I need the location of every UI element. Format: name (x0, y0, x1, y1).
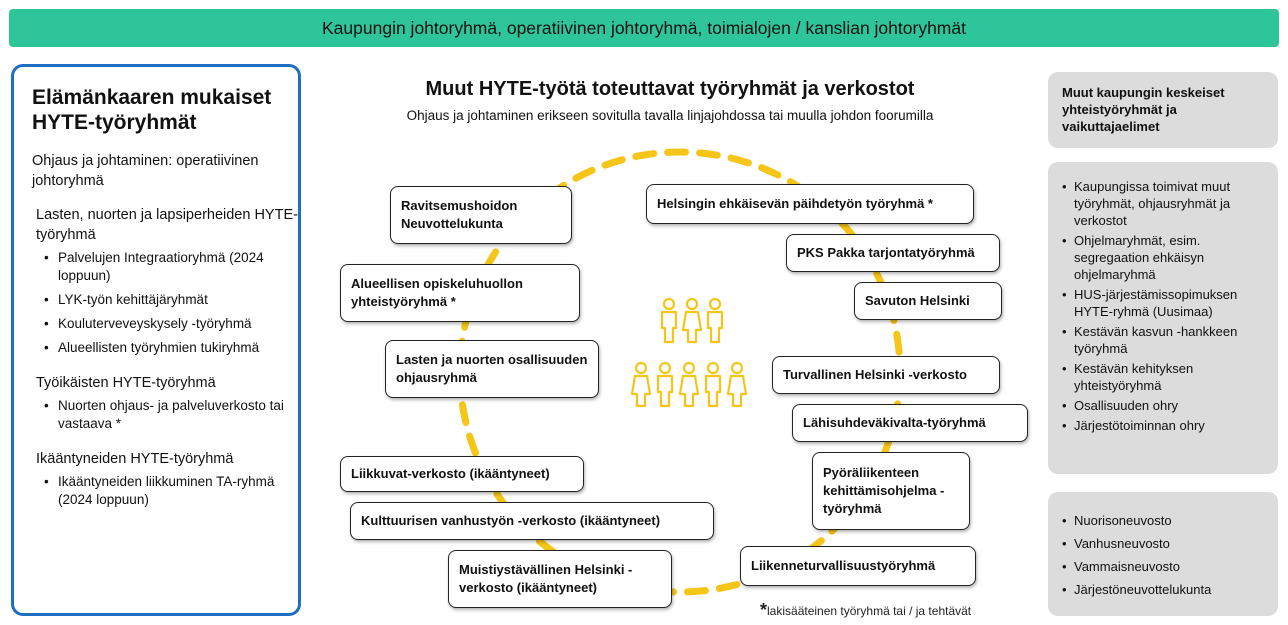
list-item: Järjestöneuvottelukunta (1062, 581, 1264, 598)
left-panel-steering: Ohjaus ja johtaminen: operatiivinen joht… (32, 153, 259, 189)
center-subtitle: Ohjaus ja johtaminen erikseen sovitulla … (406, 108, 934, 123)
box-label: PKS Pakka tarjontatyöryhmä (797, 245, 975, 260)
list-item: Osallisuuden ohry (1062, 397, 1264, 414)
right-box-other-groups: Kaupungissa toimivat muut työryhmät, ohj… (1048, 162, 1278, 474)
box-label: Savuton Helsinki (865, 293, 970, 308)
list-item: Nuorisoneuvosto (1062, 512, 1264, 529)
box-alueellisen-opiskeluhuollon: Alueellisen opiskeluhuollon yhteistyöryh… (340, 264, 580, 322)
box-turvallinen-helsinki: Turvallinen Helsinki -verkosto (772, 356, 1000, 394)
other-groups-list: Kaupungissa toimivat muut työryhmät, ohj… (1062, 178, 1264, 434)
list-item: Palvelujen Integraatioryhmä (2024 loppuu… (44, 249, 298, 285)
list-item: Alueellisten työryhmien tukiryhmä (44, 339, 298, 357)
box-label: Muistiystävällinen Helsinki -verkosto (i… (459, 562, 633, 595)
box-lasten-nuorten-osallisuus: Lasten ja nuorten osallisuuden ohjausryh… (385, 340, 599, 398)
box-liikenneturvallisuus: Liikenneturvallisuustyöryhmä (740, 546, 976, 586)
list-item: Vammaisneuvosto (1062, 558, 1264, 575)
councils-list: Nuorisoneuvosto Vanhusneuvosto Vammaisne… (1062, 512, 1264, 598)
box-label: Pyöräliikenteen kehittämisohjelma -työry… (823, 465, 945, 516)
left-panel-title: Elämänkaaren mukaiset HYTE-työryhmät (32, 86, 272, 134)
section-heading: Ikääntyneiden HYTE-työryhmä (36, 451, 234, 467)
lifecycle-groups-panel: Elämänkaaren mukaiset HYTE-työryhmät Ohj… (11, 64, 301, 616)
box-ehkaisevan-paihdetyo: Helsingin ehkäisevän päihdetyön työryhmä… (646, 184, 974, 224)
section-elderly: Ikääntyneiden HYTE-työryhmä Ikääntyneide… (36, 449, 298, 509)
list-item: Kaupungissa toimivat muut työryhmät, ohj… (1062, 178, 1264, 229)
list-item: Ikääntyneiden liikkuminen TA-ryhmä (2024… (44, 473, 298, 509)
footnote-text: lakisääteinen työryhmä tai / ja tehtävät (767, 604, 972, 618)
box-lahisuhdevakivalta: Lähisuhdeväkivalta-työryhmä (792, 404, 1028, 442)
box-label: Helsingin ehkäisevän päihdetyön työryhmä… (657, 196, 933, 211)
box-label: Liikkuvat-verkosto (ikääntyneet) (351, 466, 550, 481)
box-liikkuvat-verkosto: Liikkuvat-verkosto (ikääntyneet) (340, 456, 584, 492)
box-savuton-helsinki: Savuton Helsinki (854, 282, 1002, 320)
top-banner: Kaupungin johtoryhmä, operatiivinen joht… (9, 9, 1279, 47)
list-item: Vanhusneuvosto (1062, 535, 1264, 552)
box-ravitsemushoidon: Ravitsemushoidon Neuvottelukunta (390, 186, 572, 244)
section-list: Nuorten ohjaus- ja palveluverkosto tai v… (36, 397, 298, 433)
list-item: Kestävän kasvun -hankkeen työryhmä (1062, 323, 1264, 357)
box-label: Alueellisen opiskeluhuollon yhteistyöryh… (351, 276, 523, 309)
box-pks-pakka: PKS Pakka tarjontatyöryhmä (786, 234, 1000, 272)
right-box-title: Muut kaupungin keskeiset yhteistyöryhmät… (1048, 72, 1278, 148)
footnote: *lakisääteinen työryhmä tai / ja tehtävä… (760, 600, 972, 625)
banner-text: Kaupungin johtoryhmä, operatiivinen joht… (322, 17, 966, 38)
box-label: Lasten ja nuorten osallisuuden ohjausryh… (396, 352, 588, 385)
center-title: Muut HYTE-työtä toteuttavat työryhmät ja… (425, 78, 915, 100)
box-pyoraliikenne: Pyöräliikenteen kehittämisohjelma -työry… (812, 452, 970, 530)
section-list: Palvelujen Integraatioryhmä (2024 loppuu… (36, 249, 298, 357)
box-label: Kulttuurisen vanhustyön -verkosto (ikään… (361, 513, 661, 528)
section-heading: Lasten, nuorten ja lapsiperheiden HYTE-t… (36, 207, 298, 243)
list-item: Kestävän kehityksen yhteistyöryhmä (1062, 360, 1264, 394)
right-box-councils: Nuorisoneuvosto Vanhusneuvosto Vammaisne… (1048, 492, 1278, 616)
list-item: Kouluterveveyskysely -työryhmä (44, 315, 298, 333)
box-kulttuurisen-vanhustyon: Kulttuurisen vanhustyön -verkosto (ikään… (350, 502, 714, 540)
people-group-icon (630, 297, 748, 408)
section-list: Ikääntyneiden liikkuminen TA-ryhmä (2024… (36, 473, 298, 509)
box-label: Lähisuhdeväkivalta-työryhmä (803, 415, 986, 430)
right-box-title-text: Muut kaupungin keskeiset yhteistyöryhmät… (1062, 85, 1225, 134)
list-item: HUS-järjestämissopimuksen HYTE-ryhmä (Uu… (1062, 286, 1264, 320)
footnote-star: * (760, 600, 768, 620)
box-label: Turvallinen Helsinki -verkosto (783, 367, 967, 382)
box-label: Ravitsemushoidon Neuvottelukunta (401, 198, 518, 231)
list-item: Ohjelmaryhmät, esim. segregaation ehkäis… (1062, 232, 1264, 283)
section-working-age: Työikäisten HYTE-työryhmä Nuorten ohjaus… (36, 373, 298, 433)
list-item: Nuorten ohjaus- ja palveluverkosto tai v… (44, 397, 298, 433)
box-label: Liikenneturvallisuustyöryhmä (751, 558, 936, 573)
list-item: Järjestötoiminnan ohry (1062, 417, 1264, 434)
box-muistiystavallinen: Muistiystävällinen Helsinki -verkosto (i… (448, 550, 672, 608)
section-children-youth: Lasten, nuorten ja lapsiperheiden HYTE-t… (36, 205, 298, 357)
list-item: LYK-työn kehittäjäryhmät (44, 291, 298, 309)
section-heading: Työikäisten HYTE-työryhmä (36, 375, 216, 391)
